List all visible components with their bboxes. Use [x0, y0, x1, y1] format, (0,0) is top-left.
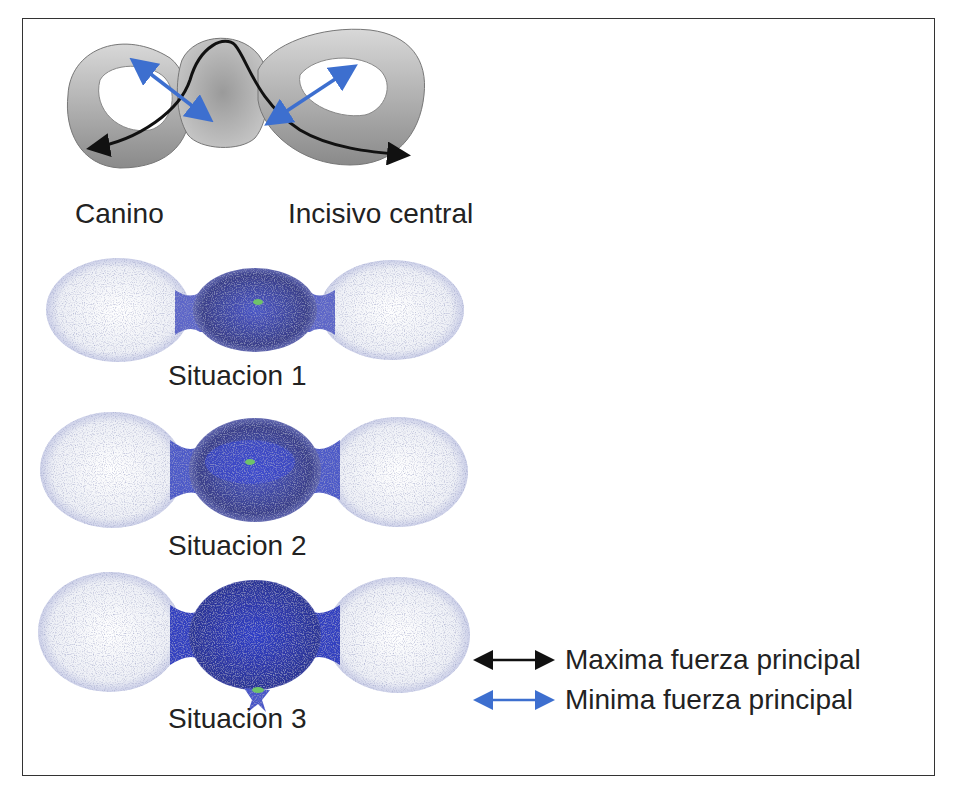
legend-arrow	[478, 699, 550, 702]
legend-text: Maxima fuerza principal	[565, 644, 861, 676]
legend-arrow	[478, 659, 550, 662]
tooth-label: Incisivo central	[288, 198, 473, 230]
situation-label: Situacion 1	[168, 360, 307, 392]
legend-text: Minima fuerza principal	[565, 684, 853, 716]
tooth-label: Canino	[75, 198, 164, 230]
situation-label: Situacion 2	[168, 530, 307, 562]
situation-label: Situacion 3	[168, 703, 307, 735]
